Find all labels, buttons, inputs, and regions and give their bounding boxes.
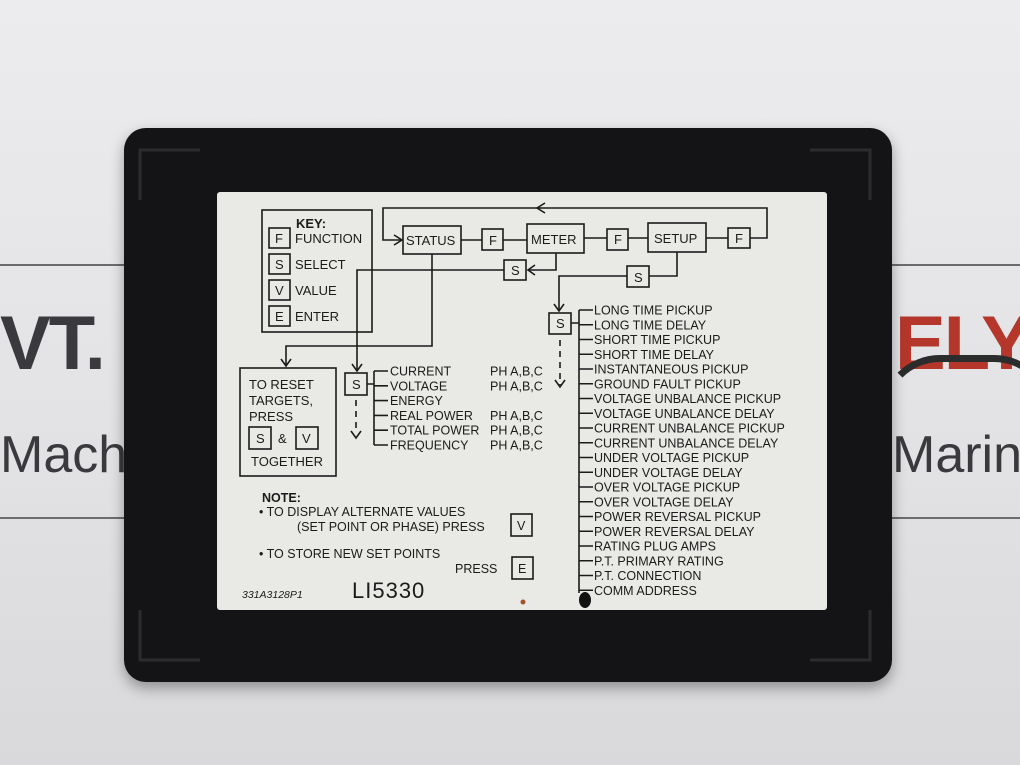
setup-item: VOLTAGE UNBALANCE PICKUP <box>594 392 781 406</box>
meter-item: VOLTAGE <box>390 379 447 393</box>
cable <box>880 355 1020 509</box>
function-key: F <box>489 233 497 248</box>
setup-item: LONG TIME DELAY <box>594 318 707 332</box>
setup-item: UNDER VOLTAGE DELAY <box>594 466 743 480</box>
setup-item: POWER REVERSAL PICKUP <box>594 510 761 524</box>
background-logo-text: VT. <box>0 301 106 386</box>
setup-item: VOLTAGE UNBALANCE DELAY <box>594 407 775 421</box>
note-title: NOTE: <box>262 491 301 505</box>
key-label: SELECT <box>295 257 346 272</box>
setup-node: SETUP <box>654 231 697 246</box>
note-line: (SET POINT OR PHASE) PRESS <box>297 520 485 534</box>
setup-item: GROUND FAULT PICKUP <box>594 377 741 391</box>
meter-item: FREQUENCY <box>390 439 469 453</box>
background-company-text: Mach <box>0 426 128 484</box>
meter-item: REAL POWER <box>390 409 473 423</box>
reset-line: TOGETHER <box>251 454 323 469</box>
corner-clips <box>138 148 872 662</box>
value-key: V <box>517 519 526 533</box>
key-label: FUNCTION <box>295 231 362 246</box>
meter-item: TOTAL POWER <box>390 424 479 438</box>
setup-item: OVER VOLTAGE PICKUP <box>594 481 740 495</box>
reset-instructions: TO RESET TARGETS, PRESS S & V TOGETHER <box>249 377 323 469</box>
setup-item: P.T. CONNECTION <box>594 569 701 583</box>
value-key: V <box>302 431 311 446</box>
rust-spot <box>520 599 526 605</box>
setup-item: POWER REVERSAL DELAY <box>594 525 755 539</box>
status-node: STATUS <box>406 233 456 248</box>
diagram-lines <box>239 202 768 593</box>
handwritten-serial: LI5330 <box>352 578 425 603</box>
select-key: S <box>556 316 565 331</box>
key-letter: E <box>275 309 284 324</box>
reset-line: PRESS <box>249 409 293 424</box>
select-key: S <box>352 377 361 392</box>
select-key: S <box>256 431 265 446</box>
meter-item-phase: PH A,B,C <box>490 424 543 438</box>
key-label: ENTER <box>295 309 339 324</box>
note-line: • TO DISPLAY ALTERNATE VALUES <box>259 505 465 519</box>
setup-item: COMM ADDRESS <box>594 584 697 598</box>
setup-item: OVER VOLTAGE DELAY <box>594 495 734 509</box>
key-letter: S <box>275 257 284 272</box>
setup-item: LONG TIME PICKUP <box>594 304 713 318</box>
meter-list: CURRENT PH A,B,C VOLTAGE PH A,B,C ENERGYREAL… <box>390 365 543 453</box>
setup-item: INSTANTANEOUS PICKUP <box>594 363 748 377</box>
setup-item: CURRENT UNBALANCE PICKUP <box>594 422 785 436</box>
meter-item-phase: PH A,B,C <box>490 439 543 453</box>
meter-node: METER <box>531 232 577 247</box>
setup-item: SHORT TIME PICKUP <box>594 333 720 347</box>
function-key: F <box>614 232 622 247</box>
note-line: PRESS <box>455 562 497 576</box>
select-key: S <box>511 263 520 278</box>
note: NOTE: • TO DISPLAY ALTERNATE VALUES (SET… <box>259 491 526 576</box>
meter-item: ENERGY <box>390 394 443 408</box>
key-letter: V <box>275 283 284 298</box>
function-key: F <box>735 231 743 246</box>
meter-item-phase: PH A,B,C <box>490 365 543 379</box>
label-sticker <box>217 192 827 610</box>
meter-item: CURRENT <box>390 365 451 379</box>
setup-item: SHORT TIME DELAY <box>594 348 715 362</box>
key-legend: F FUNCTION S SELECT V VALUE E ENTER <box>275 231 362 324</box>
key-label: VALUE <box>295 283 337 298</box>
reset-line: TO RESET <box>249 377 314 392</box>
enter-key: E <box>518 562 526 576</box>
setup-item: RATING PLUG AMPS <box>594 540 716 554</box>
ampersand: & <box>278 431 287 446</box>
key-title: KEY: <box>296 216 326 231</box>
dark-mark <box>579 592 591 608</box>
part-number: 331A3128P1 <box>242 589 303 601</box>
setup-item: UNDER VOLTAGE PICKUP <box>594 451 749 465</box>
menu-flow: STATUS F METER F SETUP F S S S S <box>352 231 743 392</box>
meter-item-phase: PH A,B,C <box>490 379 543 393</box>
select-key: S <box>634 270 643 285</box>
meter-item-phase: PH A,B,C <box>490 409 543 423</box>
key-letter: F <box>275 231 283 246</box>
setup-item: CURRENT UNBALANCE DELAY <box>594 436 779 450</box>
setup-item: P.T. PRIMARY RATING <box>594 554 724 568</box>
note-line: • TO STORE NEW SET POINTS <box>259 547 440 561</box>
reset-line: TARGETS, <box>249 393 313 408</box>
